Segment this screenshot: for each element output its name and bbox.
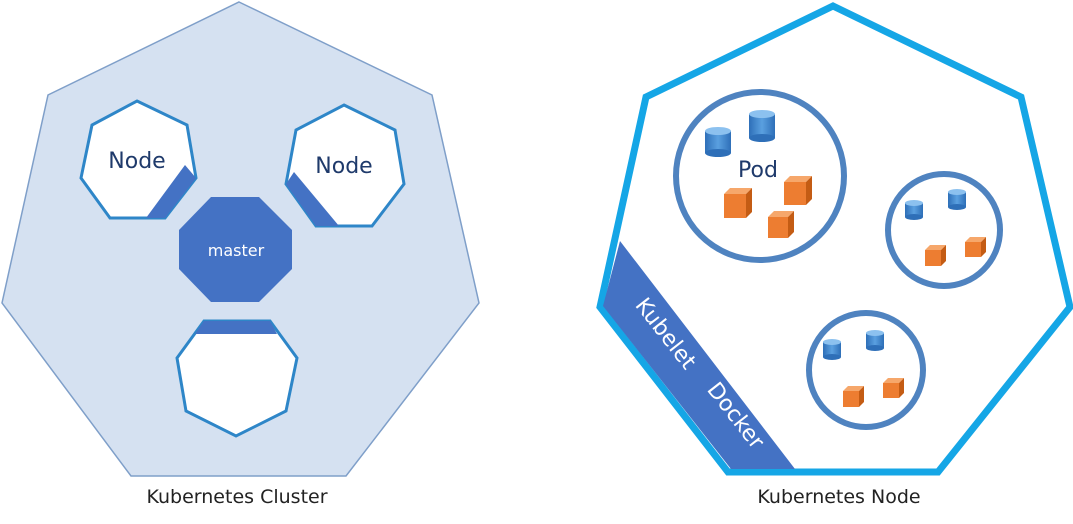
container-cylinder	[705, 127, 731, 157]
kubelet-docker-band	[603, 241, 795, 469]
container-cylinder	[905, 200, 923, 220]
master-node: master	[179, 197, 292, 302]
node-1-label: Node	[108, 149, 165, 174]
container-cube	[965, 237, 986, 257]
node-2-label: Node	[315, 154, 372, 179]
cluster-node-1: Node	[79, 99, 198, 220]
pod-3	[806, 310, 926, 430]
node-1-accent	[146, 165, 196, 218]
kubernetes-cluster: Node Node master Kubernetes Cluster	[1, 1, 480, 508]
container-cylinder	[749, 110, 775, 142]
master-label: master	[208, 241, 265, 260]
pod-label: Pod	[738, 158, 778, 183]
node-3-accent	[195, 321, 277, 334]
pod-2	[885, 171, 1003, 289]
cluster-node-2: Node	[284, 103, 406, 228]
container-cube	[784, 176, 812, 205]
cluster-node-3	[175, 319, 299, 438]
node-2-accent	[286, 172, 339, 226]
container-cylinder	[823, 339, 841, 360]
cluster-caption: Kubernetes Cluster	[146, 486, 327, 508]
container-cube	[768, 211, 794, 238]
container-cube	[883, 378, 904, 398]
container-cube	[925, 245, 946, 266]
pod-1: Pod	[673, 89, 847, 263]
master-octagon	[179, 197, 292, 302]
container-cylinder	[948, 189, 966, 210]
container-cube	[843, 386, 864, 407]
node-caption: Kubernetes Node	[757, 486, 920, 508]
container-cylinder	[866, 330, 884, 351]
container-cube	[724, 188, 752, 218]
kubernetes-node: Kubelet Docker Pod	[596, 2, 1073, 508]
